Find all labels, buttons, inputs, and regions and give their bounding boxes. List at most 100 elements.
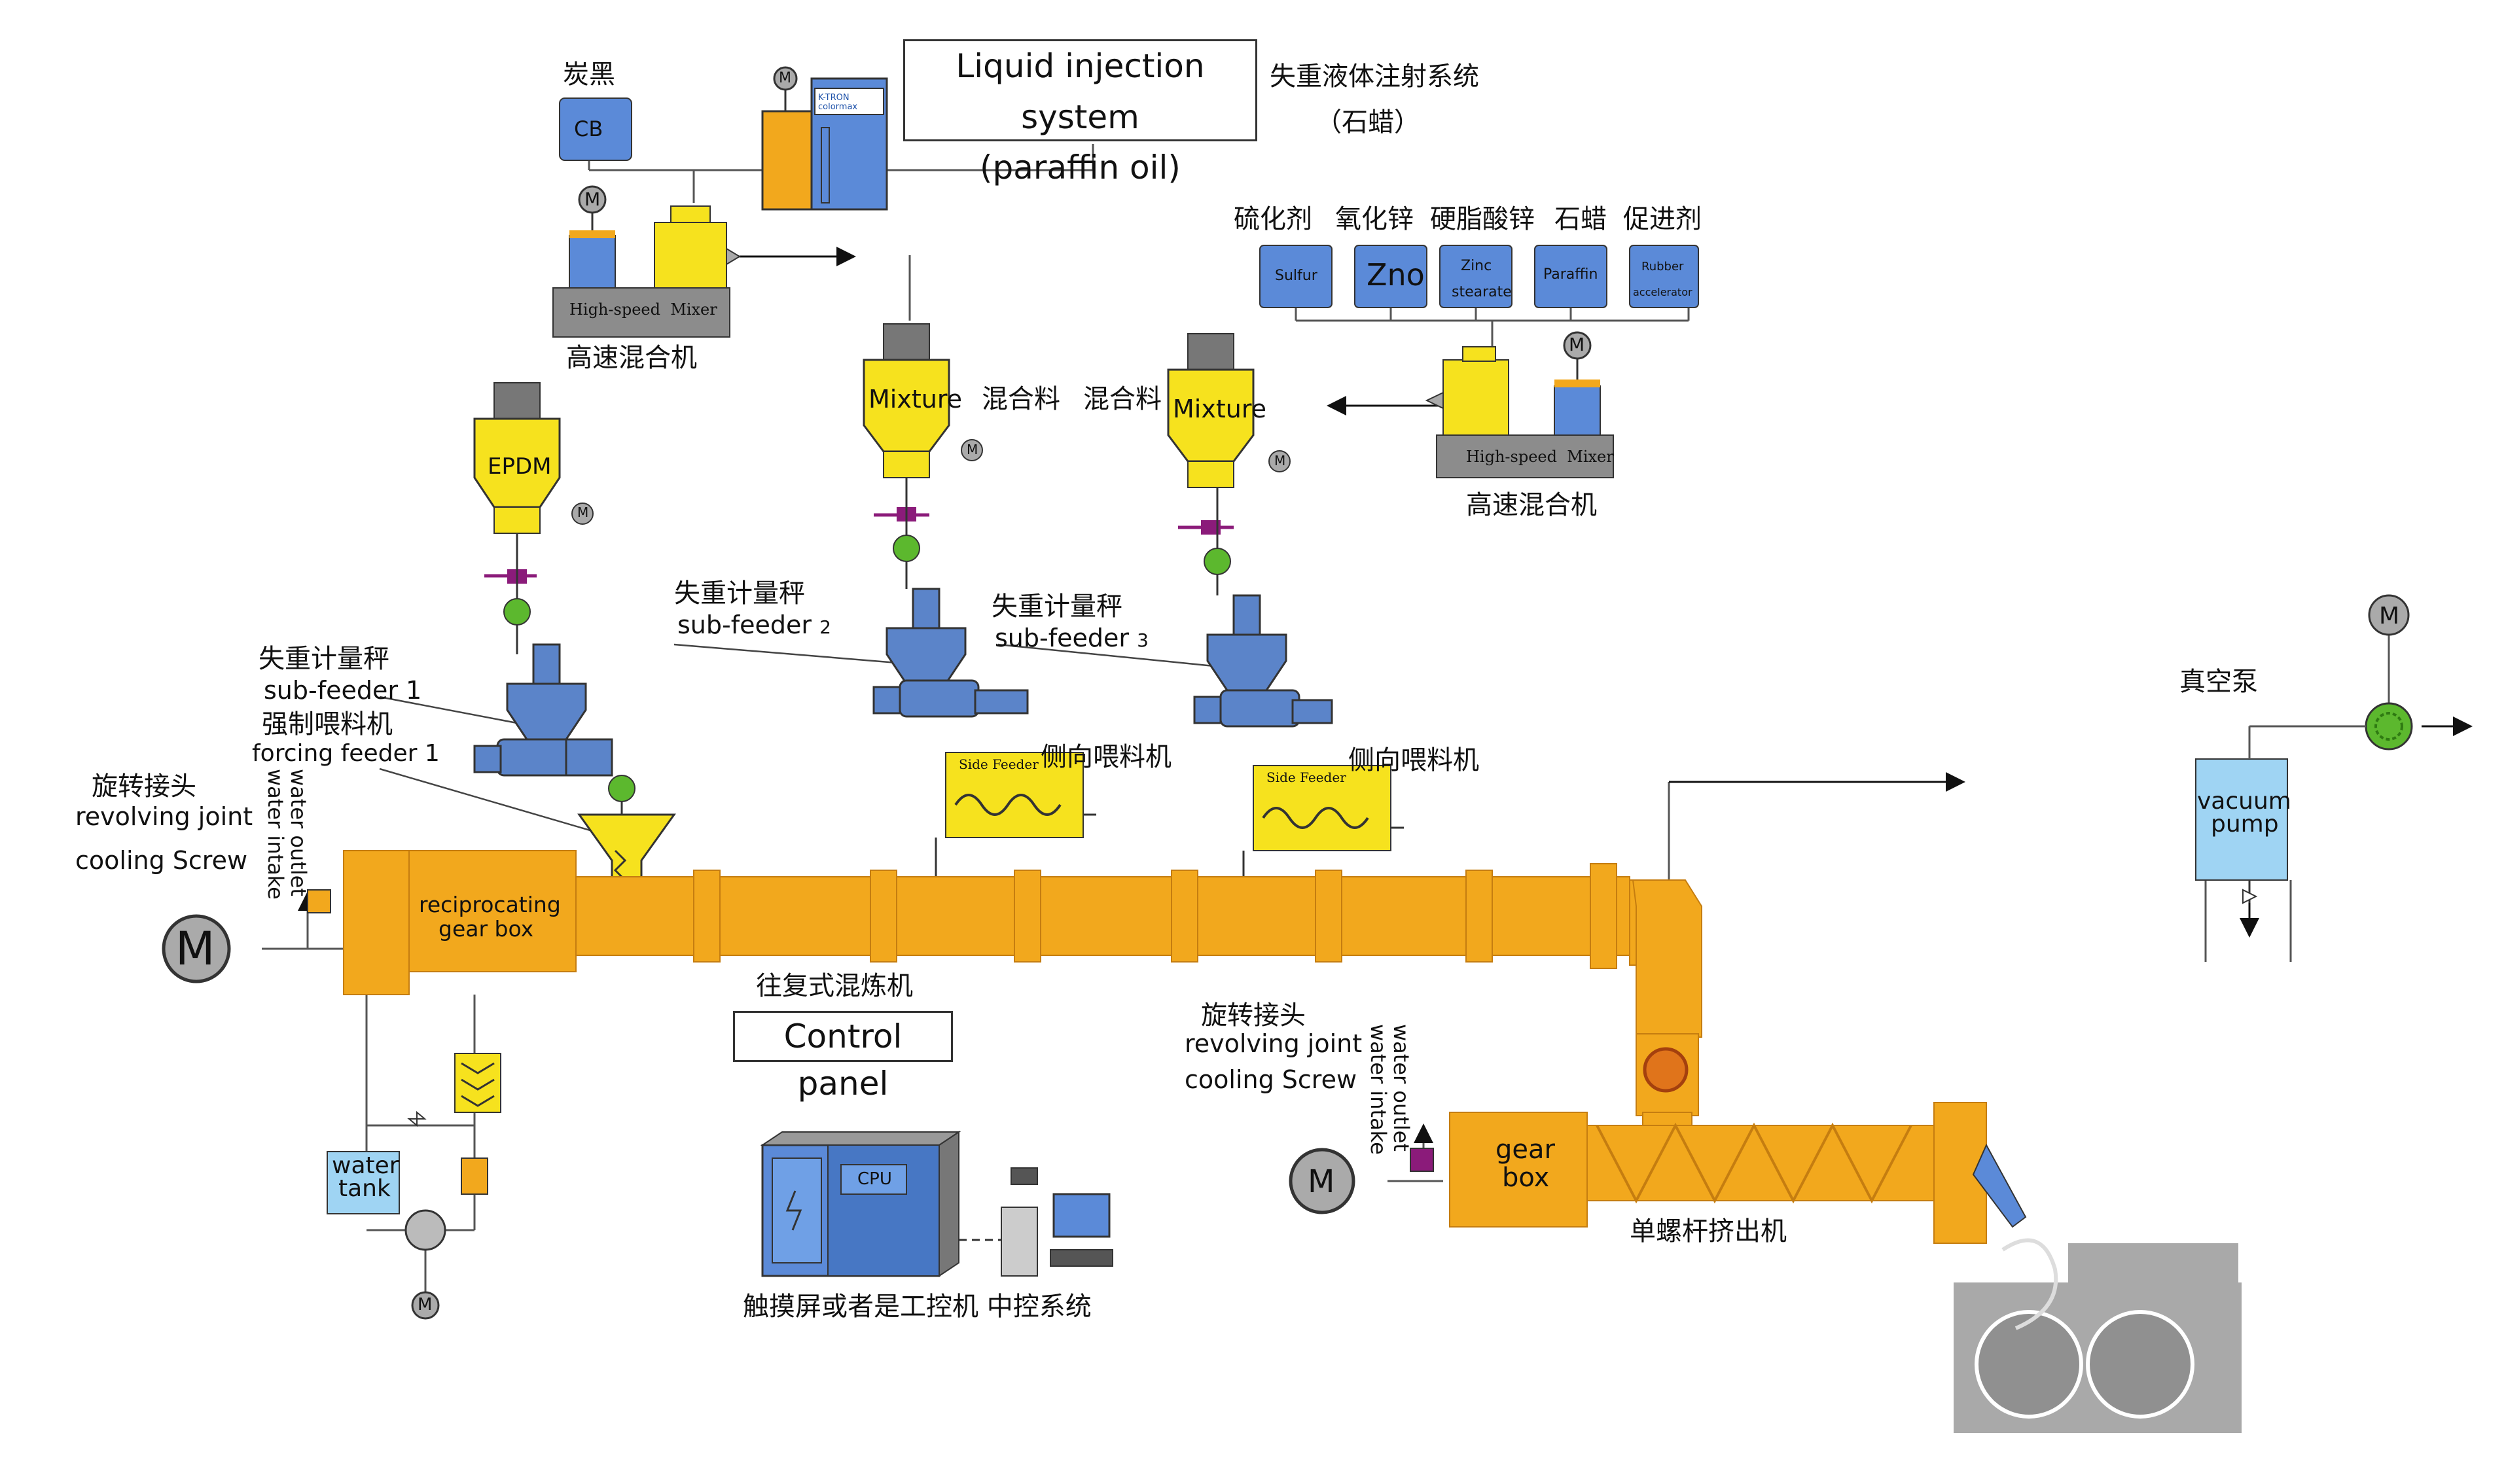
mixer2-cn: 高速混合机	[1466, 490, 1597, 520]
motor-label-main: M	[175, 922, 215, 976]
injection-title: Liquid injection system	[956, 47, 1205, 136]
feeder1-en: sub-feeder 1	[264, 676, 422, 705]
joint1-intake-2: intake	[263, 835, 288, 900]
forcing-en: forcing feeder 1	[252, 740, 440, 767]
leader-lines	[379, 643, 1228, 832]
motor-label-water: M	[418, 1295, 433, 1315]
side-feeder-cn-1: 侧向喂料机	[1041, 742, 1172, 772]
main-motor	[162, 914, 231, 983]
mix-cn-1: 混合料	[982, 384, 1060, 414]
additive-zno-cn: 氧化锌	[1335, 204, 1414, 234]
additive-sulfur-label: Sulfur	[1275, 268, 1317, 284]
additive-paraffin-label: Paraffin	[1543, 266, 1598, 283]
injection-cn2: （石蜡）	[1316, 107, 1420, 137]
joint2-outlet-1: water	[1389, 1024, 1414, 1084]
hopper-mix1-label: Mixture	[868, 385, 962, 414]
motor-label-vacuum: M	[2379, 603, 2400, 629]
motor-label-mix1: M	[967, 442, 978, 457]
kneader-cn: 往复式混炼机	[756, 971, 913, 1001]
joint1-outlet-2: outlet	[286, 835, 311, 896]
additive-zinc-label2: stearate	[1452, 284, 1512, 300]
coupling-joint	[1643, 1047, 1689, 1093]
additive-zinc-label1: Zinc	[1461, 258, 1492, 274]
motor-label-mix2: M	[1274, 453, 1286, 468]
injection-subtitle: (paraffin oil)	[980, 149, 1181, 186]
motor-label-injection: M	[779, 70, 791, 86]
side-feeder-plate-1: Side Feeder	[959, 756, 1039, 772]
cb-block	[559, 97, 632, 161]
mixer2-plate: High-speed Mixer	[1466, 448, 1614, 466]
cooling-loop	[327, 1053, 501, 1320]
gearbox-line2: gear box	[439, 916, 534, 942]
joint2-cn: 旋转接头	[1201, 1000, 1306, 1031]
gearbox-line1: reciprocating	[419, 892, 561, 917]
extruder-motor	[1289, 1148, 1355, 1214]
revolving-joint-1	[307, 889, 331, 913]
joint2-outlet-2: outlet	[1389, 1090, 1414, 1152]
additive-paraffin-cn: 石蜡	[1554, 204, 1607, 234]
hopper-epdm-label: EPDM	[488, 453, 552, 480]
injection-system-box: Liquid injection system (paraffin oil)	[903, 39, 1257, 186]
hopper-mixture-2	[1167, 333, 1291, 595]
side-feeder-1	[911, 752, 1096, 919]
joint2-en: revolving joint	[1185, 1029, 1363, 1058]
extruder-cn: 单螺杆挤出机	[1630, 1216, 1787, 1246]
control-cn: 触摸屏或者是工控机 中控系统	[743, 1292, 1092, 1322]
additive-sulfur-cn: 硫化剂	[1234, 204, 1312, 234]
kneader-barrel	[343, 850, 1702, 1133]
feeder2-cn: 失重计量秤	[674, 578, 805, 609]
additive-accel-label1: Rubber	[1641, 260, 1684, 274]
gearbox2-line2: box	[1502, 1163, 1550, 1193]
injection-cn: 失重液体注射系统	[1270, 62, 1479, 92]
hopper-mix2-label: Mixture	[1173, 395, 1266, 423]
high-speed-mixer-2	[1425, 331, 1614, 478]
feeder3-en-text: sub-feeder	[995, 624, 1129, 652]
cpu-label: CPU	[857, 1169, 892, 1189]
motor-label-mixer2: M	[1569, 334, 1585, 355]
water-tank-line2: tank	[338, 1175, 391, 1202]
flow-arrows	[298, 247, 2473, 1143]
joint2-outlet: water outlet	[1389, 1024, 1414, 1152]
joint1-outlet: water outlet	[286, 769, 311, 896]
side-feeder-plate-2: Side Feeder	[1266, 769, 1346, 785]
motor-label-mixer1: M	[584, 188, 601, 210]
cb-cn: 炭黑	[563, 60, 615, 90]
feeder3-en: sub-feeder 3	[995, 624, 1149, 652]
feeder2-num: 2	[819, 616, 831, 638]
joint1-intake: water intake	[263, 769, 288, 900]
vacuum-line1: vacuum	[2197, 788, 2291, 815]
vacuum-cn: 真空泵	[2179, 667, 2258, 697]
gearbox2-line1: gear	[1495, 1135, 1555, 1165]
forcing-feeder-funnel	[577, 775, 676, 894]
roll-mill	[1954, 1238, 2242, 1433]
hopper-epdm	[473, 382, 594, 654]
hopper-mixture-1	[863, 323, 983, 589]
high-speed-mixer-1	[552, 185, 741, 338]
motor-label-epdm: M	[577, 504, 589, 520]
mix-cn-2: 混合料	[1083, 384, 1162, 414]
feeder2-en-text: sub-feeder	[677, 610, 812, 639]
feeder3-num: 3	[1137, 629, 1149, 651]
additive-zno-label: Zno	[1367, 257, 1425, 292]
additive-accel-label2: accelerator	[1633, 286, 1692, 298]
additive-blocks	[1259, 245, 1699, 308]
feeder1-cn: 失重计量秤	[259, 644, 389, 674]
cb-label: CB	[574, 116, 603, 141]
liquid-injection-unit	[761, 66, 888, 211]
mixer1-plate: High-speed Mixer	[569, 300, 717, 319]
control-panel-box: Control panel	[733, 1011, 953, 1103]
sub-feeder-3	[1193, 594, 1333, 728]
joint2-cool: cooling Screw	[1185, 1065, 1357, 1094]
joint2-intake-1: water	[1366, 1024, 1391, 1084]
sub-feeder-2	[872, 588, 1029, 718]
joint1-cn: 旋转接头	[92, 771, 196, 802]
injection-brand: K-TRON colormax	[818, 93, 858, 113]
side-feeder-cn-2: 侧向喂料机	[1348, 745, 1479, 775]
additive-accel-cn: 促进剂	[1623, 204, 1702, 234]
control-system	[760, 1131, 1113, 1277]
mixer1-cn: 高速混合机	[566, 343, 697, 373]
joint1-cool: cooling Screw	[75, 846, 248, 875]
revolving-joint-2	[1410, 1148, 1434, 1172]
